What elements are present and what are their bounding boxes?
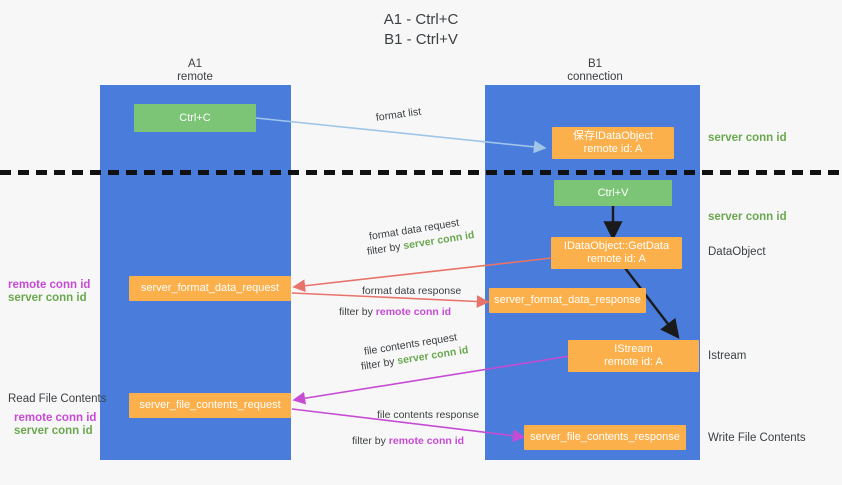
edge-label-format-list: format list (375, 105, 422, 124)
node-getdata-sub: remote id: A (587, 253, 646, 265)
title-line-1: A1 - Ctrl+C (383, 11, 459, 28)
node-save-idataobject-sub: remote id: A (583, 143, 643, 155)
node-server-format-data-response-label: server_format_data_response (494, 294, 641, 306)
node-istream-title: IStream (614, 343, 653, 355)
node-idataobject-getdata[interactable]: IDataObject::GetData remote id: A (551, 237, 682, 269)
filter-value: remote conn id (375, 306, 452, 318)
node-istream[interactable]: IStream remote id: A (568, 340, 699, 372)
side-label-server-conn-id-top: server conn id (708, 132, 787, 144)
node-server-file-contents-response-label: server_file_contents_response (530, 431, 680, 443)
left-label-read-file-contents: Read File Contents (8, 393, 107, 405)
node-server-format-data-response[interactable]: server_format_data_response (489, 288, 646, 313)
filter-value: remote conn id (388, 435, 465, 447)
node-server-file-contents-response[interactable]: server_file_contents_response (524, 425, 686, 450)
lane-a1-name: A1 (187, 58, 203, 70)
node-server-file-contents-request[interactable]: server_file_contents_request (129, 393, 291, 418)
node-ctrl-v-label: Ctrl+V (597, 186, 629, 199)
node-ctrl-c[interactable]: Ctrl+C (134, 104, 256, 132)
edge-label-format-data-response-filter: filter by remote conn id (339, 305, 451, 319)
node-getdata-title: IDataObject::GetData (563, 240, 670, 252)
phase-divider (0, 170, 842, 175)
diagram-title: A1 - Ctrl+C B1 - Ctrl+V (0, 10, 842, 50)
side-label-write-file-contents: Write File Contents (708, 432, 806, 444)
lane-b1-name: B1 (587, 58, 603, 70)
filter-prefix: filter by (352, 435, 389, 447)
edge-label-file-contents-response: file contents response (377, 409, 480, 421)
side-label-dataobject: DataObject (708, 246, 766, 258)
node-ctrl-v[interactable]: Ctrl+V (554, 180, 672, 206)
left-label-server-conn-id-1: server conn id (8, 292, 87, 304)
edge-label-file-contents-response-filter: filter by remote conn id (352, 434, 464, 448)
left-label-server-conn-id-2: server conn id (14, 425, 93, 437)
node-save-idataobject[interactable]: 保存IDataObject remote id: A (552, 127, 674, 159)
node-ctrl-c-label: Ctrl+C (179, 111, 211, 124)
node-istream-sub: remote id: A (604, 356, 663, 368)
lane-header-a1: A1 remote (130, 58, 260, 84)
left-label-remote-conn-id-2: remote conn id (14, 412, 97, 424)
lane-b1-sub: connection (567, 71, 623, 83)
lane-a1-sub: remote (177, 71, 213, 83)
side-label-server-conn-id-mid: server conn id (708, 211, 787, 223)
side-label-istream: Istream (708, 350, 747, 362)
left-label-remote-conn-id-1: remote conn id (8, 279, 91, 291)
node-server-file-contents-request-label: server_file_contents_request (139, 399, 281, 411)
edge-label-format-data-response: format data response (362, 285, 462, 297)
node-server-format-data-request[interactable]: server_format_data_request (129, 276, 291, 301)
node-save-idataobject-title: 保存IDataObject (572, 130, 654, 142)
node-server-format-data-request-label: server_format_data_request (140, 282, 280, 294)
filter-prefix: filter by (339, 306, 376, 318)
title-line-2: B1 - Ctrl+V (384, 31, 458, 48)
lane-header-b1: B1 connection (530, 58, 660, 84)
